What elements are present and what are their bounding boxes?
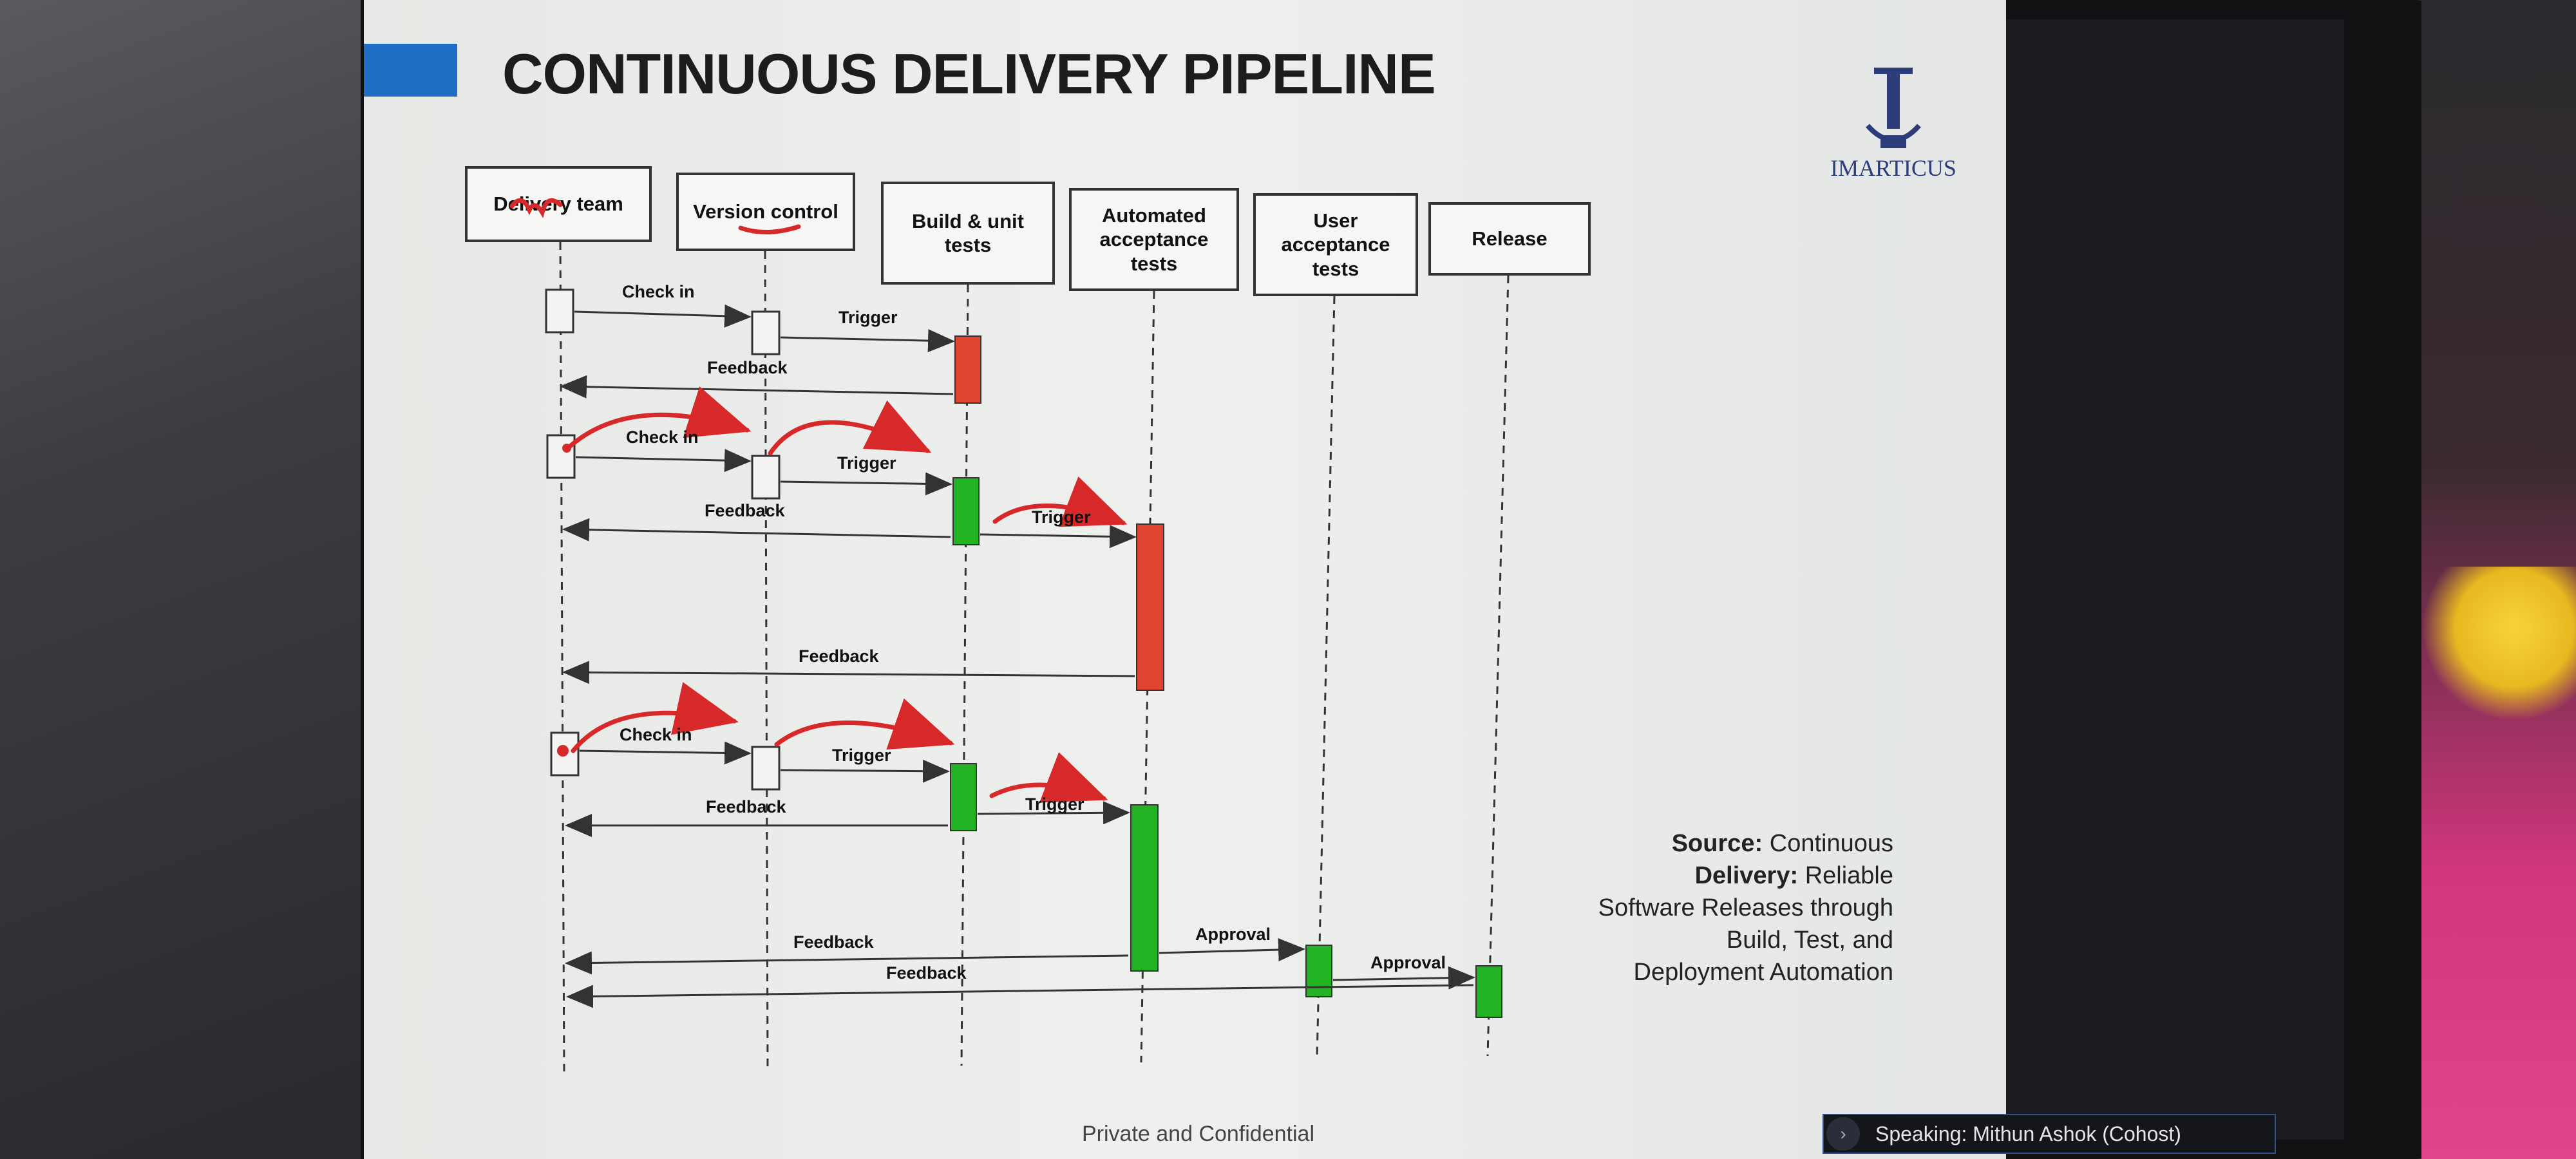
label-trigger-4: Trigger: [832, 746, 891, 765]
slide-accent-bar: [364, 44, 457, 97]
source-rest: Reliable Software Releases through Build…: [1598, 862, 1893, 986]
arrow-feedback-2: [562, 518, 951, 542]
arrow-trigger-3: [980, 525, 1137, 549]
annotation-arc-1: [567, 386, 752, 449]
lane-label: User acceptance tests: [1281, 209, 1390, 280]
lane-label: Version control: [693, 200, 838, 223]
lane-user-acceptance-tests: User acceptance tests: [1253, 193, 1418, 296]
label-check-in-2: Check in: [626, 428, 699, 447]
label-approval-2: Approval: [1370, 953, 1446, 972]
uat-pass-bar: [1305, 945, 1332, 997]
chevron-right-icon[interactable]: ›: [1826, 1117, 1860, 1151]
lane-automated-acceptance-tests: Automated acceptance tests: [1069, 188, 1239, 291]
label-approval-1: Approval: [1195, 925, 1271, 944]
build-pass-bar-2: [950, 763, 977, 831]
label-feedback-3: Feedback: [799, 646, 879, 666]
label-feedback-4: Feedback: [706, 797, 786, 816]
arrow-trigger-2: [780, 472, 952, 496]
logo-text: IMARTICUS: [1830, 155, 1956, 181]
lane-release: Release: [1428, 202, 1591, 276]
source-lead: Source:: [1671, 830, 1763, 857]
source-citation: Source: Continuous Delivery: Reliable So…: [1597, 827, 1893, 988]
lifeline-version-control: [764, 250, 769, 1073]
lane-version-control: Version control: [676, 173, 855, 251]
arrow-approval-2: [1332, 966, 1475, 990]
source-title-a: Continuous: [1769, 830, 1893, 857]
activation-delivery-3: [550, 731, 580, 777]
acceptance-pass-bar: [1130, 804, 1159, 972]
label-check-in-3: Check in: [620, 725, 692, 744]
lifeline-build: [960, 284, 969, 1066]
label-feedback-6: Feedback: [886, 963, 967, 983]
activation-vcs-3: [751, 746, 781, 791]
logo-emblem-icon: [1866, 68, 1921, 148]
label-trigger-1: Trigger: [838, 308, 898, 327]
build-pass-bar-1: [952, 477, 980, 545]
background-left: [0, 0, 386, 1159]
source-title-b: Delivery:: [1694, 862, 1799, 889]
lane-label: Release: [1472, 227, 1548, 250]
arrow-feedback-1: [560, 375, 954, 399]
arrow-feedback-6: [566, 984, 1474, 1008]
slide-title: CONTINUOUS DELIVERY PIPELINE: [502, 42, 1436, 106]
speaking-label: Speaking: Mithun Ashok (Cohost): [1875, 1122, 2181, 1145]
activation-vcs-2: [751, 455, 781, 500]
label-check-in-1: Check in: [622, 282, 695, 301]
arrow-approval-1: [1159, 938, 1305, 962]
annotation-dot-1: [562, 444, 571, 453]
screen-dark-area: [1958, 19, 2344, 1140]
arrow-check-in-1: [574, 304, 752, 328]
activation-vcs-1: [751, 310, 781, 355]
build-fail-bar: [954, 335, 981, 404]
background-flower: [2421, 567, 2576, 721]
imarticus-logo: IMARTICUS: [1823, 64, 1964, 193]
activation-delivery-2: [546, 434, 576, 479]
label-trigger-5: Trigger: [1025, 795, 1084, 814]
annotation-underline: [738, 224, 801, 234]
lane-build-unit-tests: Build & unit tests: [881, 182, 1055, 285]
arrow-check-in-3: [579, 741, 752, 765]
arrow-feedback-5: [565, 951, 1129, 975]
slide-footer: Private and Confidential: [1082, 1122, 1315, 1146]
red-annotations: [509, 198, 1128, 803]
label-feedback-1: Feedback: [707, 358, 788, 377]
lifeline-release: [1486, 275, 1510, 1057]
arrow-trigger-1: [780, 329, 955, 353]
annotation-arc-6: [989, 752, 1108, 803]
arrow-feedback-3: [562, 661, 1135, 684]
label-feedback-5: Feedback: [793, 932, 874, 952]
activation-delivery-1: [545, 288, 574, 334]
speaker-indicator: › Speaking: Mithun Ashok (Cohost): [1823, 1114, 2276, 1154]
arrow-trigger-5: [977, 801, 1130, 825]
annotation-dot-2: [557, 745, 569, 757]
arrow-check-in-2: [575, 449, 752, 473]
annotation-arc-5: [774, 698, 955, 750]
lane-label: Automated acceptance tests: [1099, 204, 1209, 275]
lane-label: Build & unit tests: [912, 209, 1024, 256]
annotation-arc-3: [992, 476, 1128, 527]
annotation-arc-4: [571, 682, 739, 753]
arrow-trigger-4: [780, 759, 950, 783]
lifeline-delivery-team: [559, 241, 565, 1076]
release-pass-bar: [1475, 965, 1502, 1018]
lifelines: [559, 241, 1510, 1076]
acceptance-fail-bar: [1136, 523, 1164, 691]
label-feedback-2: Feedback: [705, 501, 785, 520]
label-trigger-2: Trigger: [837, 453, 896, 473]
annotation-arc-2: [768, 400, 932, 456]
annotation-scribble: [509, 198, 563, 218]
label-trigger-3: Trigger: [1032, 507, 1091, 527]
